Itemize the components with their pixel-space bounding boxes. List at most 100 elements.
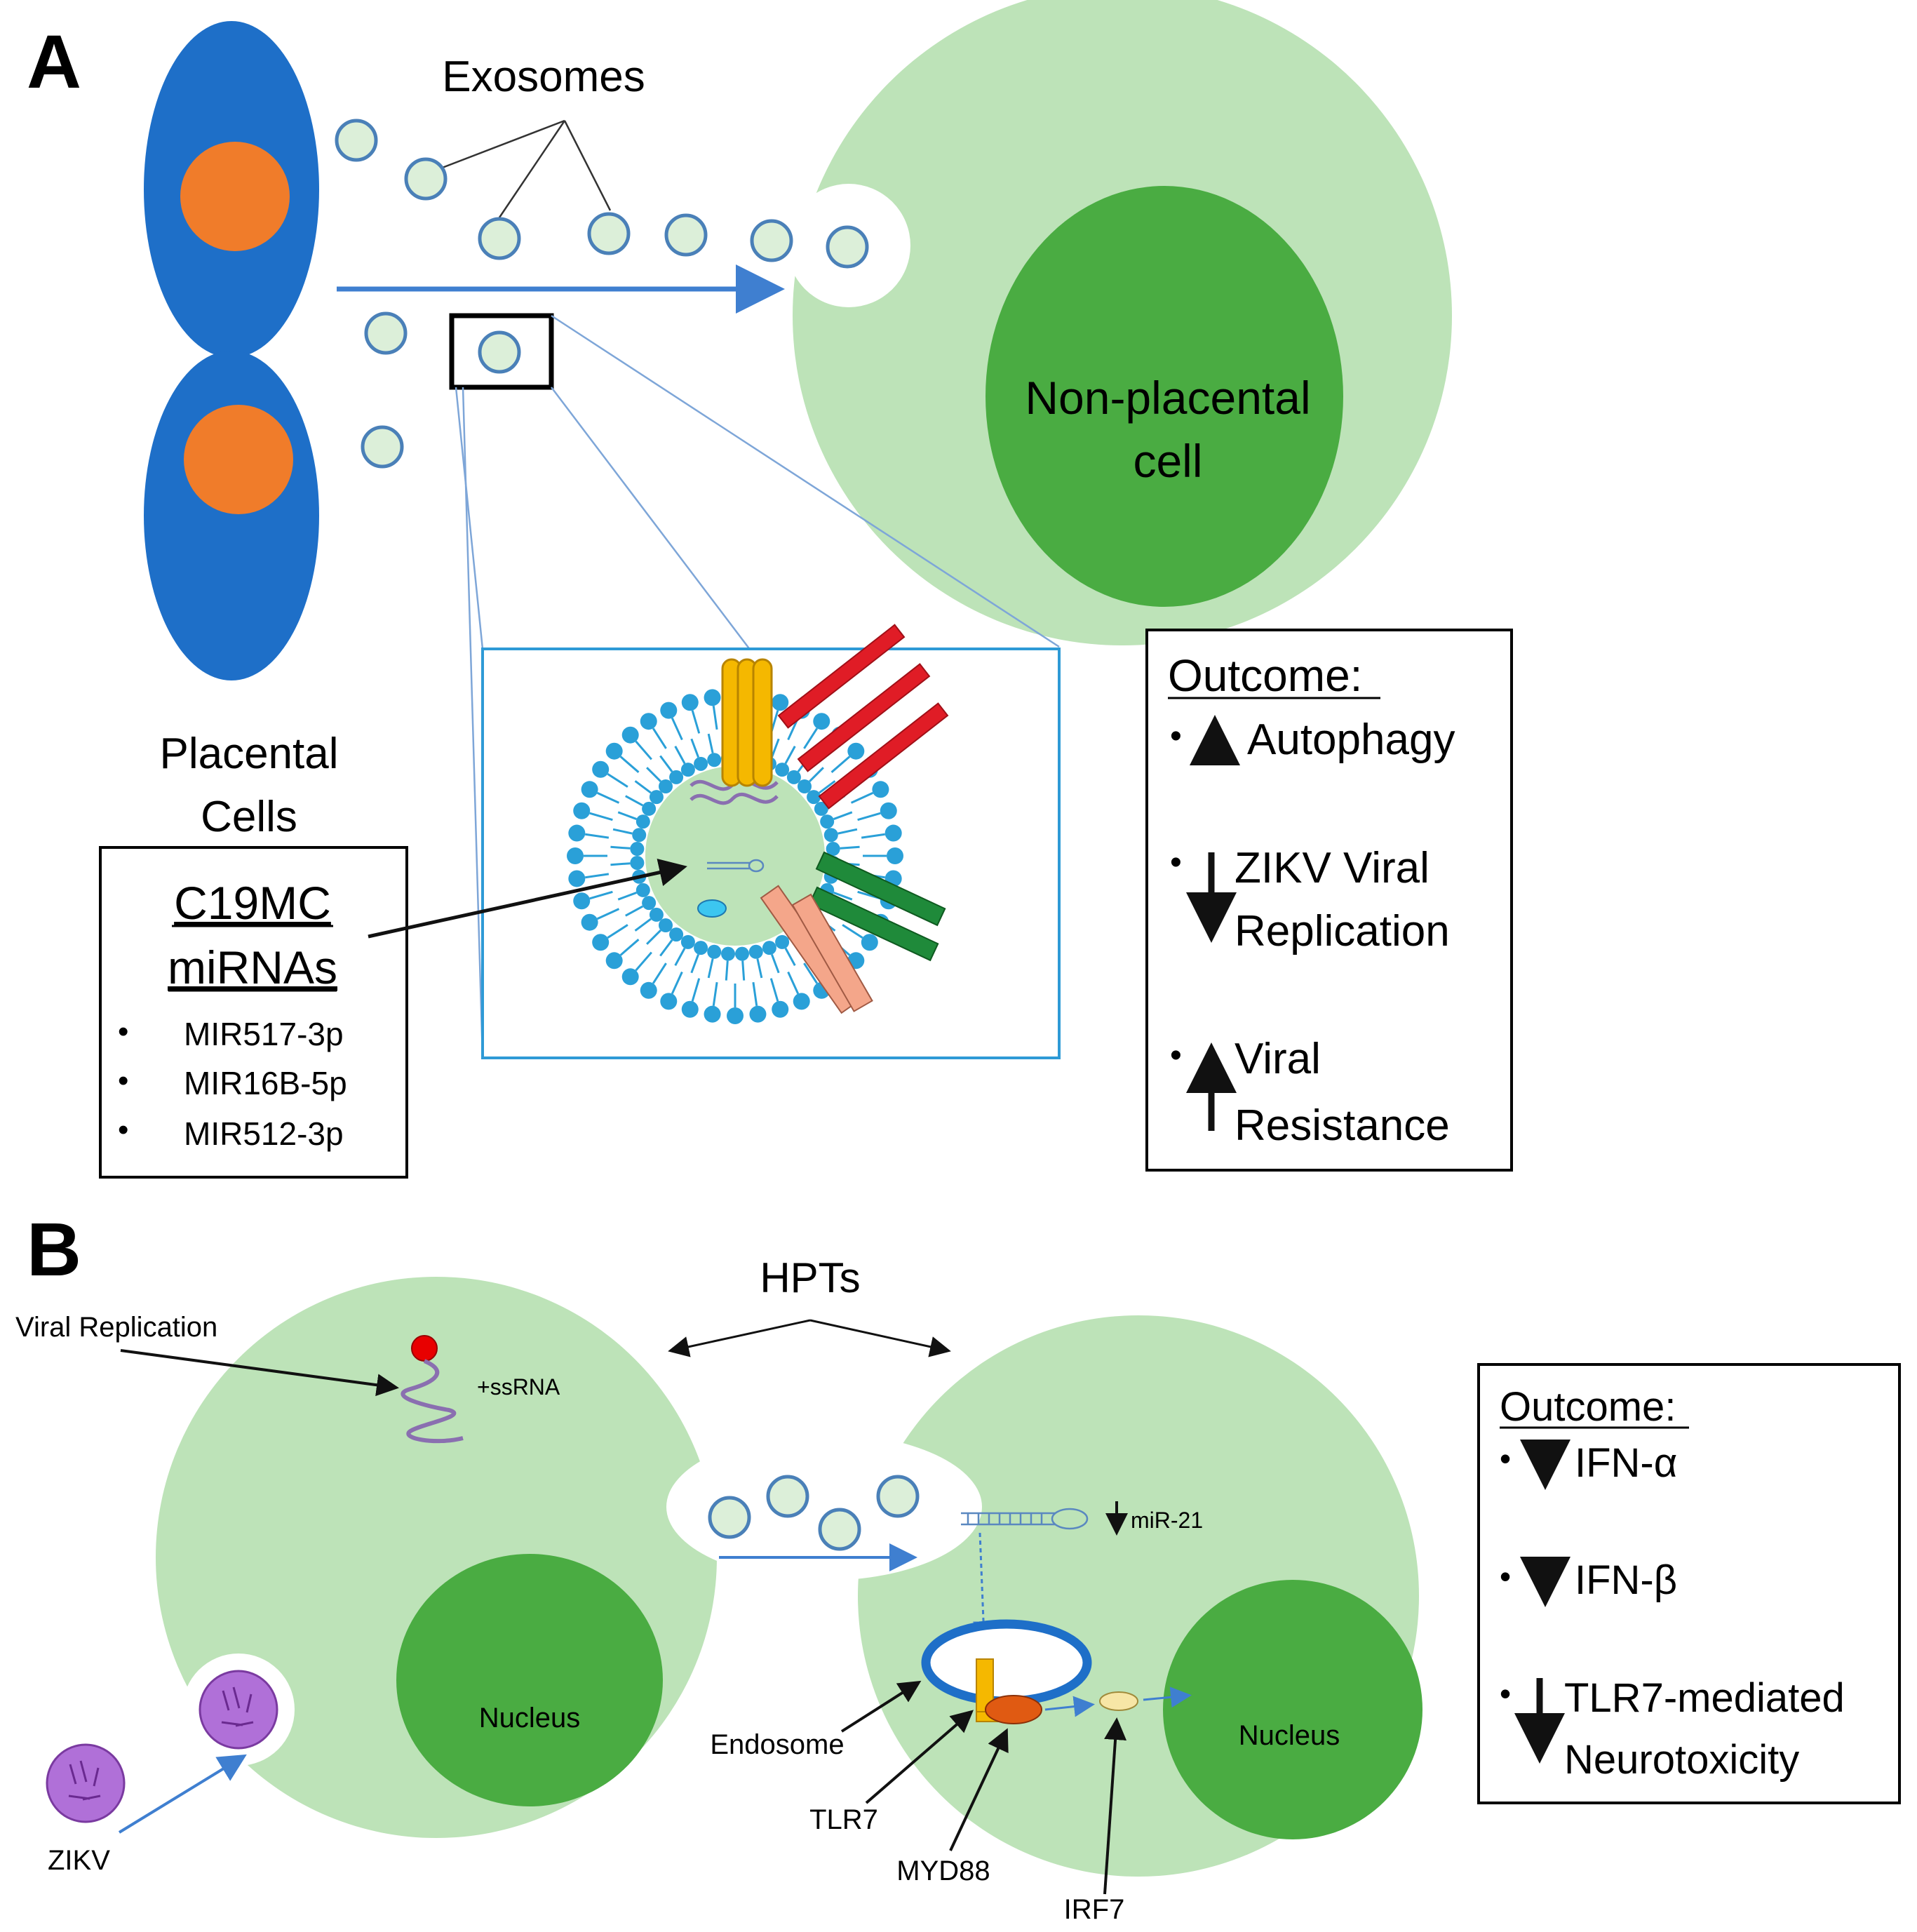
lipid-head — [813, 713, 830, 730]
lipid-tail — [646, 767, 661, 782]
lipid-tail — [756, 958, 763, 979]
lipid-head — [748, 944, 763, 959]
lipid-head — [884, 824, 902, 842]
mirna-pointer-arrow — [368, 858, 687, 939]
outcome-bullet: • — [1500, 1675, 1511, 1712]
lipid-tail — [634, 780, 652, 794]
lipid-tail — [819, 780, 836, 794]
lipid-tail — [625, 795, 644, 807]
lipid-tail — [607, 772, 628, 788]
irf7-protein — [1099, 1691, 1138, 1711]
exosome — [587, 212, 631, 255]
exosome — [335, 119, 378, 162]
lipid-head — [573, 802, 591, 819]
lipid-head — [704, 1005, 721, 1023]
mirna-list: • MIR517-3p • MIR16B-5p • MIR512-3p — [118, 1014, 347, 1152]
mirna-box — [99, 846, 408, 1179]
lipid-head — [659, 779, 673, 794]
exosome — [364, 311, 408, 355]
mirna-title-line1: C19MC — [174, 877, 331, 929]
lipid-head — [581, 781, 598, 798]
lipid-tail — [707, 958, 714, 979]
mirna-item: MIR512-3p — [184, 1115, 344, 1152]
outcome-b-item3-line2: Neurotoxicity — [1564, 1737, 1799, 1783]
lipid-head — [659, 918, 673, 932]
nucleus-left — [396, 1554, 663, 1806]
outcome-a-box — [1145, 629, 1513, 1172]
lipid-tail — [635, 951, 652, 972]
lipid-head — [772, 1000, 789, 1018]
mir21-inhibition-arrow — [973, 1532, 995, 1642]
exosome — [766, 1475, 809, 1518]
placental-label-line1: Placental — [159, 730, 338, 778]
myd88-protein — [985, 1695, 1042, 1724]
lipid-head — [605, 742, 623, 760]
lipid-head — [694, 756, 708, 771]
panel-a-label: A — [27, 19, 81, 104]
exosome — [361, 425, 404, 469]
ssrna-label: +ssRNA — [477, 1374, 560, 1400]
lipid-head — [669, 770, 684, 784]
nucleus-right-label: Nucleus — [1239, 1720, 1340, 1751]
lipid-tail — [784, 746, 796, 765]
outcome-a-item1: Autophagy — [1247, 716, 1455, 764]
lipid-tail — [784, 947, 796, 966]
lipid-head — [630, 842, 645, 857]
lipid-tail — [652, 962, 667, 984]
lipid-tail — [619, 939, 640, 956]
lipid-tail — [707, 733, 714, 753]
placental-label-line2: Cells — [201, 793, 297, 841]
lipid-head — [749, 1005, 767, 1023]
hpt-cell-right: Nucleus — [666, 1315, 1422, 1877]
lipid-head — [635, 883, 650, 897]
myd88-pointer — [949, 1728, 1009, 1851]
lipid-tail — [625, 905, 644, 917]
lipid-tail — [787, 971, 800, 995]
zikv-virion-outside — [46, 1743, 126, 1823]
nonplacental-nucleus — [986, 186, 1343, 607]
exosome-detail — [567, 624, 949, 1024]
lipid-head — [680, 934, 695, 949]
lipid-tail — [861, 833, 886, 839]
lipid-head — [660, 702, 678, 719]
lipid-head — [630, 855, 645, 870]
exosome — [404, 157, 448, 201]
lipid-tail — [596, 791, 620, 804]
lipid-head — [797, 779, 812, 794]
lipid-tail — [617, 811, 637, 820]
lipid-tail — [646, 930, 661, 945]
outcome-b-item3-line1: TLR7-mediated — [1564, 1675, 1845, 1721]
lipid-head — [727, 1007, 744, 1024]
endosome-pointer — [840, 1680, 922, 1733]
lipid-tail — [725, 960, 729, 981]
lipid-head — [762, 941, 776, 955]
outcome-b-item2: IFN-β — [1575, 1557, 1677, 1603]
exosome — [478, 330, 521, 374]
lipid-head — [568, 870, 586, 887]
exosome — [750, 219, 793, 262]
viral-replication-arrow — [120, 1349, 399, 1397]
lipid-head — [772, 694, 789, 711]
lipid-head — [660, 993, 678, 1010]
endosome — [921, 1619, 1092, 1706]
irf7-label: IRF7 — [1064, 1894, 1125, 1925]
zikv-label: ZIKV — [48, 1845, 110, 1876]
lipid-tail — [857, 812, 881, 821]
lipid-tail — [635, 740, 652, 760]
tlr7-pointer — [865, 1710, 974, 1804]
mirna-bullet: • — [118, 1014, 128, 1049]
viral-replication-label: Viral Replication — [15, 1312, 217, 1343]
outcome-bullet: • — [1500, 1440, 1511, 1477]
tetraspanin-protein — [721, 658, 773, 787]
red-receptor-proteins — [777, 624, 949, 810]
exosome-pointer-lines — [440, 119, 612, 218]
lipid-tail — [809, 767, 824, 782]
lipid-tail — [634, 918, 652, 932]
placental-cell-bottom — [144, 351, 319, 680]
lipid-tail — [691, 710, 701, 734]
rna-strand — [690, 792, 779, 805]
lipid-head — [721, 946, 736, 961]
lipid-head — [635, 814, 650, 829]
lipid-head — [649, 790, 664, 805]
